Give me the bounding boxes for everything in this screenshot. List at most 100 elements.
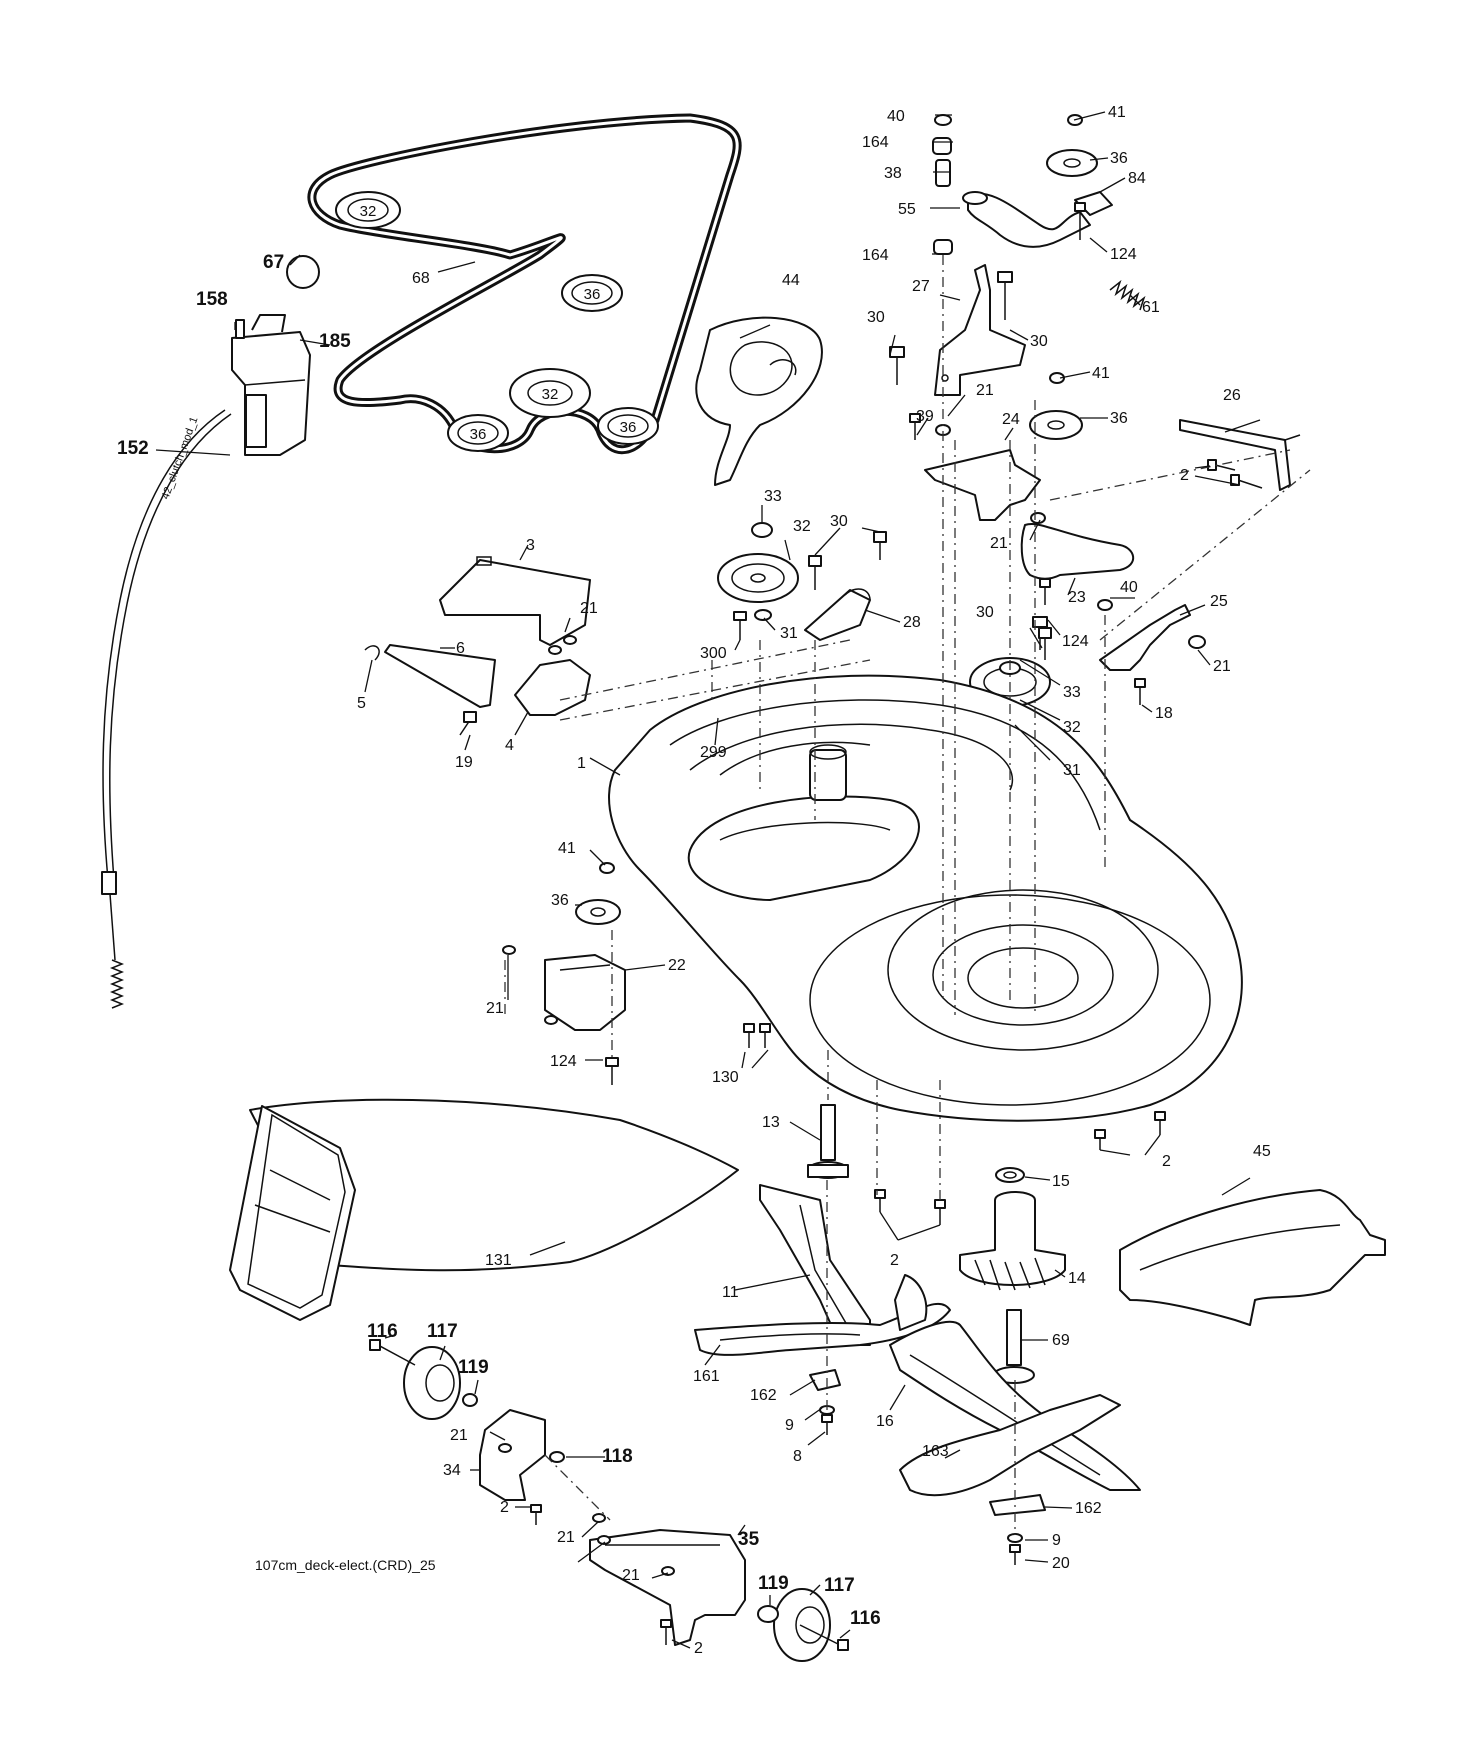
belt-pulley-32-center: 32 [509,368,591,418]
bracket-28 [804,588,871,641]
spindle-right-bearing [995,1167,1025,1183]
callout: 119 [458,1357,489,1378]
callouts: 40 164 38 55 164 41 36 84 124 27 61 30 3… [357,104,1271,1657]
callout: 36 [1110,410,1128,427]
callout: 22 [668,957,686,974]
callout: 20 [1052,1555,1070,1572]
pulley-label: 36 [620,419,637,436]
callout: 40 [1120,579,1138,596]
callout: 21 [990,535,1008,552]
wheel-bracket-35 [589,1529,746,1646]
callout: 8 [793,1448,802,1465]
callout: 15 [1052,1173,1070,1190]
clutch-cable: 42_clutch_mod_1 [101,409,232,1009]
bolt [873,531,887,560]
callout: 21 [450,1427,468,1444]
callout: 67 [263,252,284,273]
bracket-3 [439,556,591,646]
callout: 162 [1075,1500,1102,1517]
callout: 30 [976,604,994,621]
assembly-lines [504,255,1311,1535]
belt-pulley-36-right: 36 [561,274,623,312]
callout: 131 [485,1252,512,1269]
idler-spring [1109,279,1146,311]
bolt [874,1189,886,1212]
callout: 31 [780,625,798,642]
callout: 119 [758,1573,789,1594]
callout: 32 [793,518,811,535]
clutch-switch-housing [231,314,311,456]
callout: 2 [1162,1153,1171,1170]
callout: 32 [1063,719,1081,736]
pulley-label: 32 [360,203,377,220]
nut [549,1451,565,1463]
callout: 118 [602,1446,633,1467]
blade-left [694,1302,951,1356]
belt-pulley-32-left: 32 [335,191,401,229]
callout: 41 [1108,104,1126,121]
bolt [1230,474,1263,489]
bracket-26 [1179,419,1301,491]
callout: 44 [782,272,800,289]
blade-left-support [894,1274,928,1331]
bolt [605,1057,619,1085]
callout: 21 [557,1529,575,1546]
callout: 33 [764,488,782,505]
callout: 41 [1092,365,1110,382]
spacer-stack [932,114,953,255]
callout: 31 [1063,762,1081,779]
bolt [1074,202,1086,240]
callout: 30 [1030,333,1048,350]
callout: 18 [1155,705,1173,722]
callout: 117 [427,1321,458,1342]
bolt [1154,1111,1166,1135]
bolt [660,1619,672,1645]
nut [502,945,516,955]
callout: 116 [850,1608,881,1629]
wheel-rear [757,1588,849,1662]
fasteners-deck [502,945,1166,1225]
callout: 2 [694,1640,703,1657]
callout: 61 [1142,299,1160,316]
cable-text: 42_clutch_mod_1 [160,415,201,501]
callout: 9 [1052,1532,1061,1549]
wheel-front [369,1339,478,1420]
pulley-label: 36 [584,286,601,303]
nut [1030,512,1046,524]
deck-shield [1119,1189,1386,1326]
idler-pulley-top [1046,114,1098,177]
bolt [759,1023,771,1048]
callout: 21 [622,1567,640,1584]
callout: 299 [700,744,727,761]
bolt [1038,627,1052,660]
callout: 16 [876,1413,894,1430]
callout: 2 [1180,467,1189,484]
diagram-reference: 107cm_deck-elect.(CRD)_25 [255,1557,436,1573]
blade-adapter-11 [759,1184,871,1346]
fasteners-left [364,635,577,736]
callout: 26 [1223,387,1241,404]
bracket-23 [1020,523,1135,580]
wheel-bracket-34 [479,1409,546,1501]
nut [544,1015,558,1025]
callout: 2 [890,1252,899,1269]
bolt [889,346,905,385]
pulley-label: 36 [470,426,487,443]
leader-lines [155,111,1261,1649]
bolt [1094,1129,1106,1150]
callout: 19 [455,754,473,771]
callout: 14 [1068,1270,1086,1287]
nut [592,1513,606,1523]
pulley-label: 32 [542,386,559,403]
callout: 34 [443,1462,461,1479]
bolt [909,413,921,440]
callout: 1 [577,755,586,772]
fasteners [889,202,1263,705]
callout: 28 [903,614,921,631]
bracket-4 [514,659,591,716]
callout: 21 [580,600,598,617]
callout: 30 [830,513,848,530]
bolt [1039,578,1051,605]
bracket-24 [924,449,1041,521]
